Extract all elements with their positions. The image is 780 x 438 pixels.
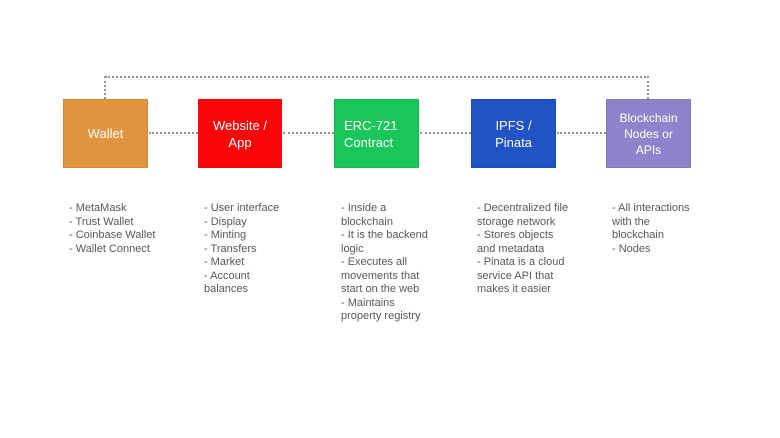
list-item: - User interface (204, 202, 280, 214)
list-item: - Stores objects and metadata (477, 229, 554, 255)
list-item: - Maintains property registry (341, 296, 421, 323)
list-item: - Executes all movements that start on t… (341, 256, 420, 295)
list-item: - Trust Wallet (69, 215, 134, 228)
list-item: - MetaMask (69, 202, 127, 214)
node-website-app-label: Website / App (213, 117, 267, 150)
list-item: - Coinbase Wallet (69, 229, 156, 241)
website-app-detail-list: - User interface- Display- Minting- Tran… (204, 202, 318, 297)
list-item: - All interactions with the blockchain (612, 202, 690, 241)
list-item: - Display (204, 215, 247, 228)
node-erc721-contract-label: ERC-721 Contract (344, 117, 398, 150)
node-erc721-contract[interactable]: ERC-721 Contract (334, 99, 419, 168)
connector-contract-ipfs (420, 132, 471, 134)
loop-connector-left-segment (104, 76, 106, 99)
erc721-contract-detail-list: - Inside a blockchain- It is the backend… (341, 202, 455, 324)
connector-website-contract (283, 132, 334, 134)
list-item: - Nodes (612, 242, 651, 255)
list-item: - It is the backend logic (341, 229, 428, 255)
ipfs-pinata-detail-list: - Decentralized file storage network- St… (477, 202, 591, 297)
node-website-app[interactable]: Website / App (198, 99, 282, 168)
list-item: - Market (204, 256, 245, 268)
node-wallet[interactable]: Wallet (63, 99, 148, 168)
node-wallet-label: Wallet (87, 126, 124, 141)
list-item: - Decentralized file storage network (477, 202, 569, 228)
list-item: - Transfers (204, 242, 257, 255)
list-item: - Wallet Connect (69, 242, 150, 255)
node-ipfs-pinata-label: IPFS / Pinata (495, 117, 532, 150)
loop-connector-right-segment (647, 76, 649, 99)
wallet-detail-list: - MetaMask- Trust Wallet- Coinbase Walle… (69, 202, 183, 256)
node-blockchain-nodes[interactable]: Blockchain Nodes or APIs (606, 99, 691, 168)
node-blockchain-nodes-label: Blockchain Nodes or APIs (619, 110, 678, 157)
connector-ipfs-nodes (557, 132, 606, 134)
loop-connector-top-segment (105, 76, 649, 78)
list-item: - Pinata is a cloud service API that mak… (477, 256, 565, 295)
node-ipfs-pinata[interactable]: IPFS / Pinata (471, 99, 556, 168)
blockchain-nodes-detail-list: - All interactions with the blockchain- … (612, 202, 726, 256)
list-item: - Minting (204, 229, 247, 241)
list-item: - Inside a blockchain (341, 202, 393, 228)
list-item: - Account balances (204, 269, 250, 296)
connector-wallet-website (149, 132, 198, 134)
